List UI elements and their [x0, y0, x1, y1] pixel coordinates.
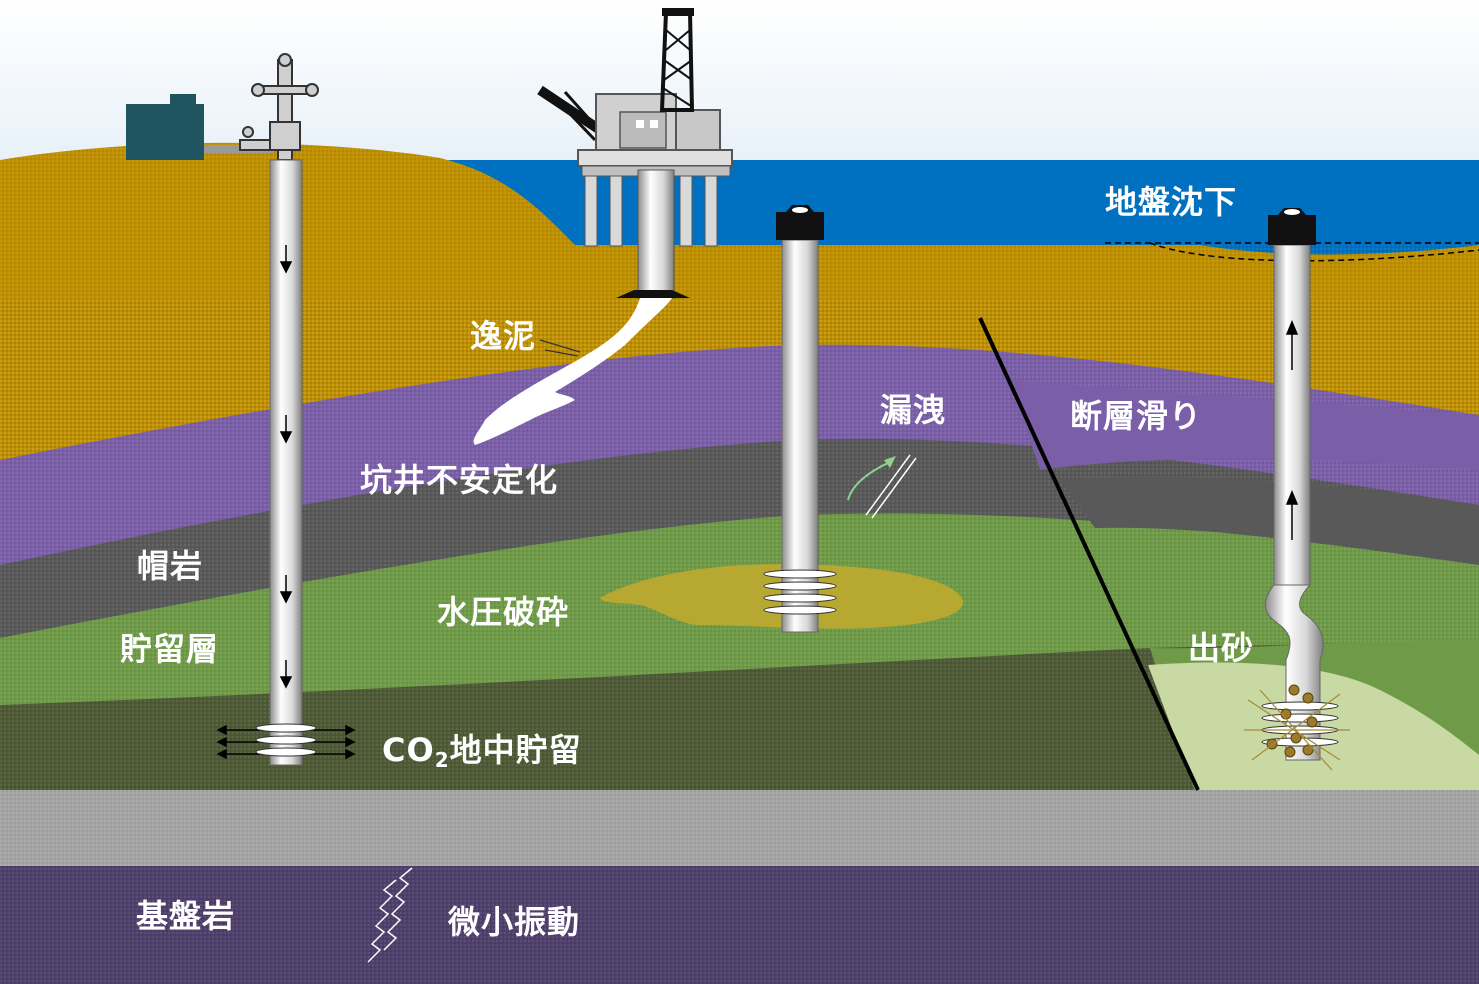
label-sand-production: 出砂: [1188, 629, 1255, 667]
well-cap-2-top: [792, 207, 808, 213]
leakage-crack: [865, 454, 917, 519]
label-hydraulic-fracturing: 水圧破砕: [437, 593, 570, 631]
label-caprock: 帽岩: [137, 547, 204, 585]
leakage-arrow: [847, 461, 891, 501]
mud-loss-leader: [539, 339, 581, 357]
co2-prefix: CO: [382, 731, 435, 769]
wellhead: [239, 53, 319, 161]
label-microseismicity: 微小振動: [448, 903, 581, 941]
microseismic-wave-2: [367, 879, 397, 963]
leakage-arrowhead: [884, 456, 896, 468]
storage-tank: [126, 94, 204, 160]
well-cap-2: [776, 205, 824, 240]
fault-block-purple: [1010, 380, 1479, 470]
sand-cracks: [1244, 689, 1350, 771]
injection-arrows: [279, 245, 293, 689]
well-cap-3-top: [1284, 209, 1300, 215]
co2-perforation-fins: [255, 723, 317, 757]
microseismic-wave-1: [383, 867, 413, 951]
fault-line: [978, 317, 1200, 791]
fault-block-caprock: [1060, 476, 1479, 565]
co2-subscript: 2: [434, 748, 450, 772]
label-fault-slip: 断層滑り: [1070, 397, 1203, 435]
label-subsidence: 地盤沈下: [1105, 183, 1238, 221]
label-wellbore-instability: 坑井不安定化: [360, 461, 559, 499]
mud-loss-plume: [473, 298, 672, 445]
label-leakage: 漏洩: [880, 391, 947, 429]
offshore-platform: [537, 8, 733, 299]
frac-perforation-fins: [763, 569, 837, 615]
label-mud-loss: 逸泥: [470, 317, 537, 355]
production-arrows: [1285, 320, 1299, 540]
co2-suffix: 地中貯留: [449, 731, 582, 769]
well-hydraulic-fracture: [781, 239, 819, 633]
label-reservoir: 貯留層: [120, 630, 220, 668]
label-basement: 基盤岩: [136, 897, 236, 935]
label-co2-storage: CO2地中貯留: [382, 734, 582, 770]
well-cap-3: [1268, 208, 1316, 245]
